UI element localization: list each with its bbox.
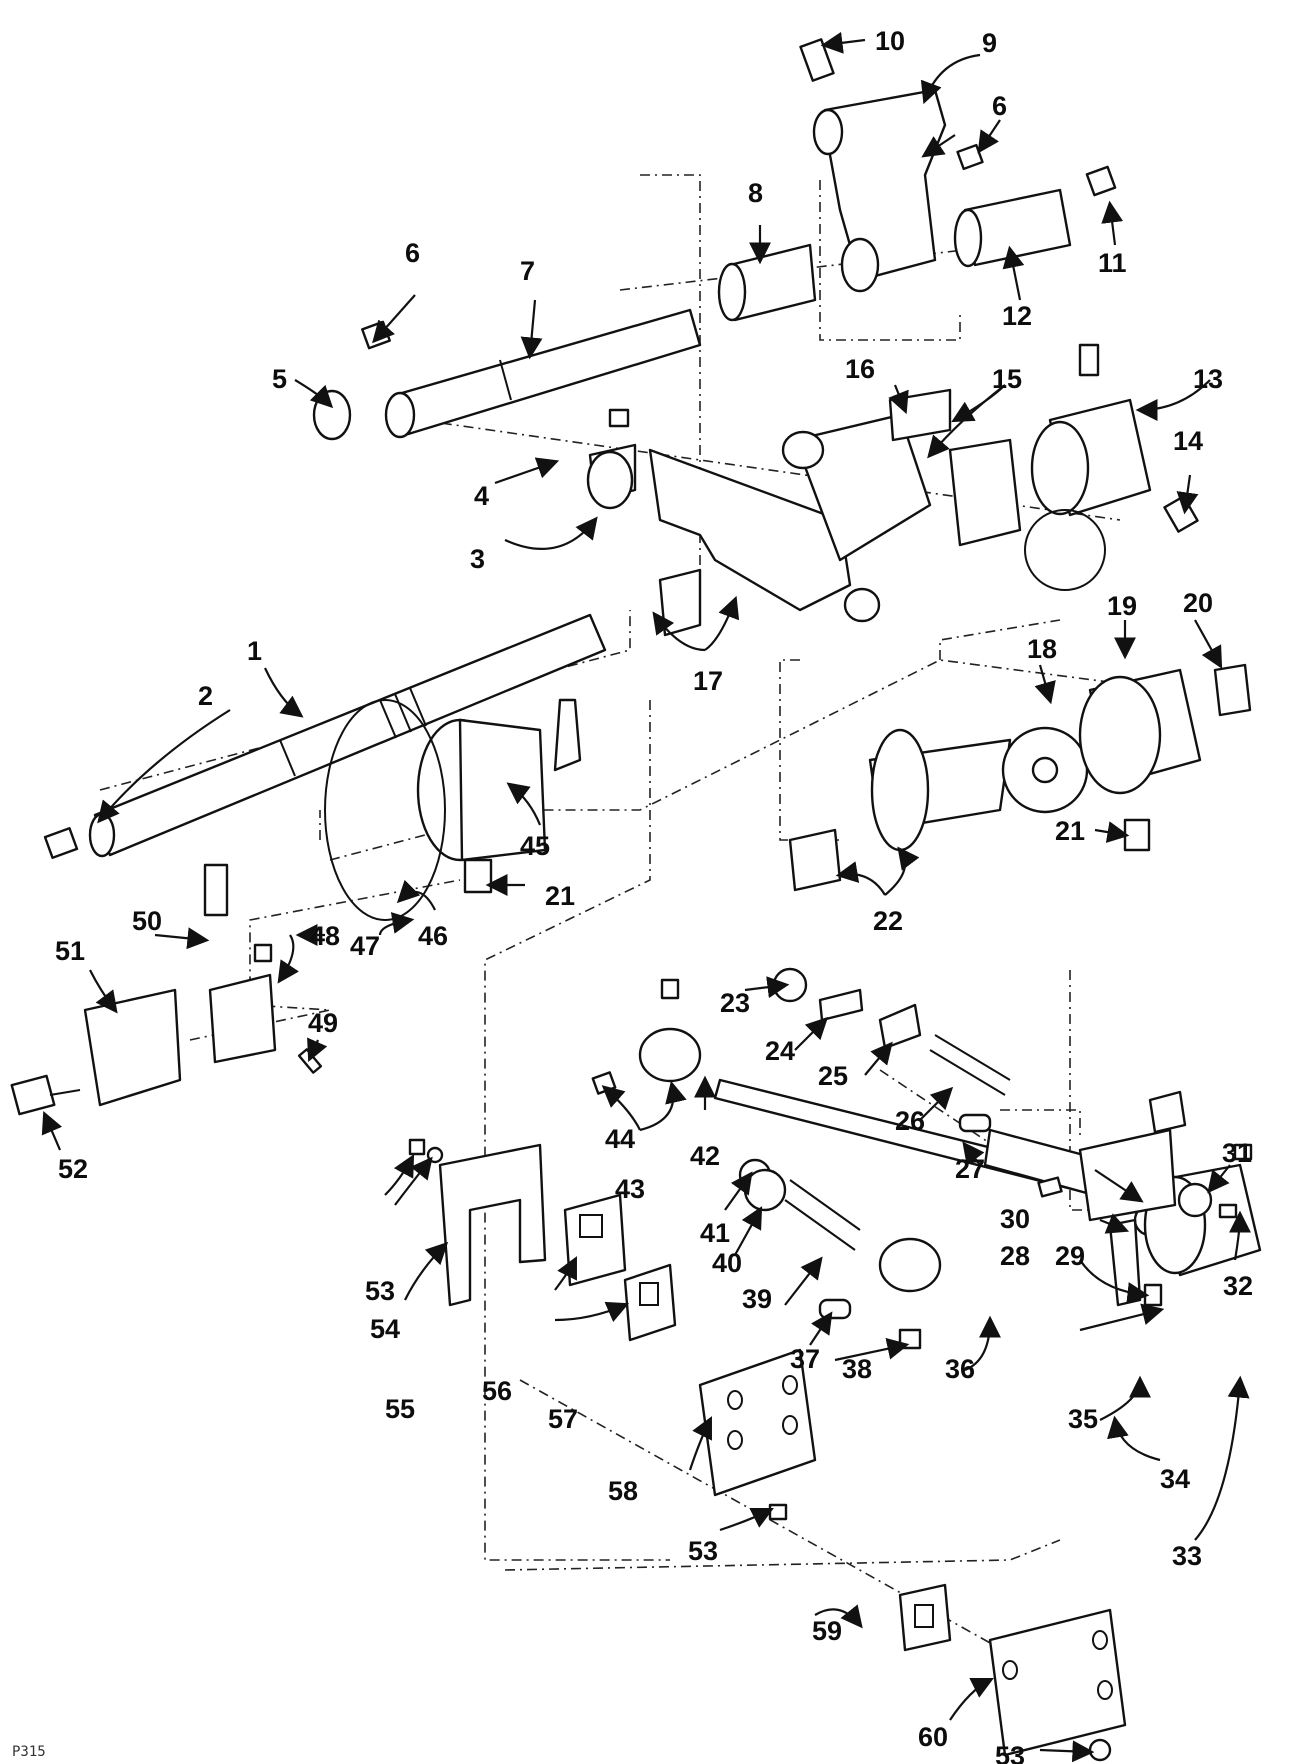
callout-8: 8 bbox=[748, 178, 763, 208]
callout-27: 27 bbox=[955, 1154, 985, 1184]
callout-55: 55 bbox=[385, 1394, 415, 1424]
callout-58: 58 bbox=[608, 1476, 638, 1506]
callout-40: 40 bbox=[712, 1248, 742, 1278]
callout-34: 34 bbox=[1160, 1464, 1190, 1494]
crank-bracket-assembly bbox=[586, 388, 952, 637]
left-cluster bbox=[10, 863, 323, 1116]
callout-53b: 53 bbox=[688, 1536, 718, 1566]
callout-23: 23 bbox=[720, 988, 750, 1018]
callout-14: 14 bbox=[1173, 426, 1203, 456]
callout-20: 20 bbox=[1183, 588, 1213, 618]
callout-6: 6 bbox=[405, 238, 420, 268]
callout-1: 1 bbox=[247, 636, 262, 666]
callout-17: 17 bbox=[693, 666, 723, 696]
callout-57: 57 bbox=[548, 1404, 578, 1434]
callout-53: 53 bbox=[365, 1276, 395, 1306]
callout-46: 46 bbox=[418, 921, 448, 951]
callout-41: 41 bbox=[700, 1218, 730, 1248]
callout-50: 50 bbox=[132, 906, 162, 936]
callout-18: 18 bbox=[1027, 634, 1057, 664]
callout-21: 21 bbox=[1055, 816, 1085, 846]
callout-59: 59 bbox=[812, 1616, 842, 1646]
callout-13: 13 bbox=[1193, 364, 1223, 394]
callout-12: 12 bbox=[1002, 301, 1032, 331]
callout-21b: 21 bbox=[545, 881, 575, 911]
upper-shaft bbox=[312, 308, 702, 441]
callout-33: 33 bbox=[1172, 1541, 1202, 1571]
callout-30: 30 bbox=[1000, 1204, 1030, 1234]
callout-7: 7 bbox=[520, 256, 535, 286]
leader-lines bbox=[41, 31, 1251, 1763]
callout-29: 29 bbox=[1055, 1241, 1085, 1271]
main-shaft bbox=[43, 613, 607, 859]
callout-2: 2 bbox=[198, 681, 213, 711]
callout-42: 42 bbox=[690, 1141, 720, 1171]
cam-discs bbox=[788, 343, 1252, 892]
callout-31: 31 bbox=[1222, 1138, 1252, 1168]
callout-15: 15 bbox=[992, 364, 1022, 394]
callout-36: 36 bbox=[945, 1354, 975, 1384]
callout-19: 19 bbox=[1107, 591, 1137, 621]
callout-16: 16 bbox=[845, 354, 875, 384]
callout-3: 3 bbox=[470, 544, 485, 574]
callout-48: 48 bbox=[310, 921, 340, 951]
callout-44: 44 bbox=[605, 1124, 635, 1154]
callout-60: 60 bbox=[918, 1722, 948, 1752]
knob-and-ring bbox=[324, 698, 582, 921]
callout-35: 35 bbox=[1068, 1404, 1098, 1434]
callout-labels: 1 2 3 4 5 6 7 8 6 9 10 11 12 13 14 15 16… bbox=[55, 26, 1253, 1764]
callout-4: 4 bbox=[474, 481, 489, 511]
callout-39: 39 bbox=[742, 1284, 772, 1314]
callout-26: 26 bbox=[895, 1106, 925, 1136]
callout-56: 56 bbox=[482, 1376, 512, 1406]
callout-37: 37 bbox=[790, 1344, 820, 1374]
callout-53c: 53 bbox=[995, 1741, 1025, 1764]
callout-52: 52 bbox=[58, 1154, 88, 1184]
callout-22: 22 bbox=[873, 906, 903, 936]
callout-9: 9 bbox=[982, 28, 997, 58]
callout-28: 28 bbox=[1000, 1241, 1030, 1271]
lower-plate-cluster bbox=[408, 1138, 1127, 1762]
figure-id: P315 bbox=[12, 1744, 46, 1760]
callout-25: 25 bbox=[818, 1061, 848, 1091]
callout-45: 45 bbox=[520, 831, 550, 861]
callout-47: 47 bbox=[350, 931, 380, 961]
callout-43: 43 bbox=[615, 1174, 645, 1204]
callout-6b: 6 bbox=[992, 91, 1007, 121]
callout-49: 49 bbox=[308, 1008, 338, 1038]
callout-54: 54 bbox=[370, 1314, 400, 1344]
top-bracket-assembly bbox=[717, 38, 1117, 322]
callout-24: 24 bbox=[765, 1036, 795, 1066]
callout-5: 5 bbox=[272, 364, 287, 394]
assembly-axis-lines bbox=[99, 174, 1171, 1711]
callout-51: 51 bbox=[55, 936, 85, 966]
callout-10: 10 bbox=[875, 26, 905, 56]
callout-11: 11 bbox=[1098, 248, 1127, 278]
callout-32: 32 bbox=[1223, 1271, 1253, 1301]
callout-38: 38 bbox=[842, 1354, 872, 1384]
